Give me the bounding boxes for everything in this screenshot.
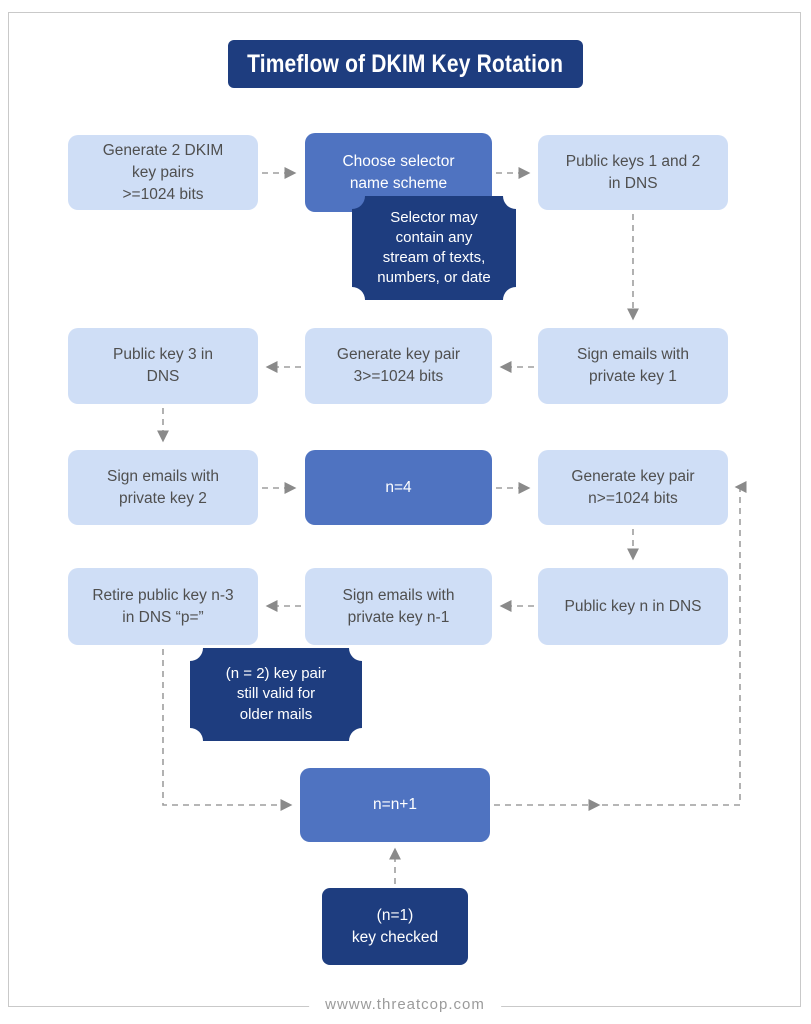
page-title: Timeflow of DKIM Key Rotation <box>247 49 564 78</box>
node-public-key-n: Public key n in DNS <box>538 568 728 645</box>
node-sign-private-1: Sign emails with private key 1 <box>538 328 728 404</box>
node-generate-pair-n: Generate key pair n>=1024 bits <box>538 450 728 525</box>
plaque-shape <box>352 196 516 300</box>
node-generate-2-dkim: Generate 2 DKIM key pairs >=1024 bits <box>68 135 258 210</box>
callout-n2-note: (n = 2) key pair still valid for older m… <box>190 648 362 741</box>
title-bar: Timeflow of DKIM Key Rotation <box>228 40 583 88</box>
plaque-shape <box>190 648 362 741</box>
node-public-keys-1-2: Public keys 1 and 2 in DNS <box>538 135 728 210</box>
arrow-retire-to-nplus1 <box>162 649 293 811</box>
callout-selector-note-text: Selector may contain any stream of texts… <box>377 208 491 287</box>
node-retire-key-n3: Retire public key n-3 in DNS “p=” <box>68 568 258 645</box>
node-n-equals-4: n=4 <box>305 450 492 525</box>
node-n1-key-checked: (n=1) key checked <box>322 888 468 965</box>
node-sign-private-2: Sign emails with private key 2 <box>68 450 258 525</box>
arrow-feedback-to-generaten <box>602 481 747 806</box>
node-n-equals-n-plus-1: n=n+1 <box>300 768 490 842</box>
footer-url: wwww.threatcop.com <box>309 996 501 1013</box>
callout-selector-note: Selector may contain any stream of texts… <box>352 196 516 300</box>
node-public-key-3: Public key 3 in DNS <box>68 328 258 404</box>
callout-n2-note-text: (n = 2) key pair still valid for older m… <box>225 665 327 723</box>
node-sign-private-n1: Sign emails with private key n-1 <box>305 568 492 645</box>
node-generate-pair-3: Generate key pair 3>=1024 bits <box>305 328 492 404</box>
